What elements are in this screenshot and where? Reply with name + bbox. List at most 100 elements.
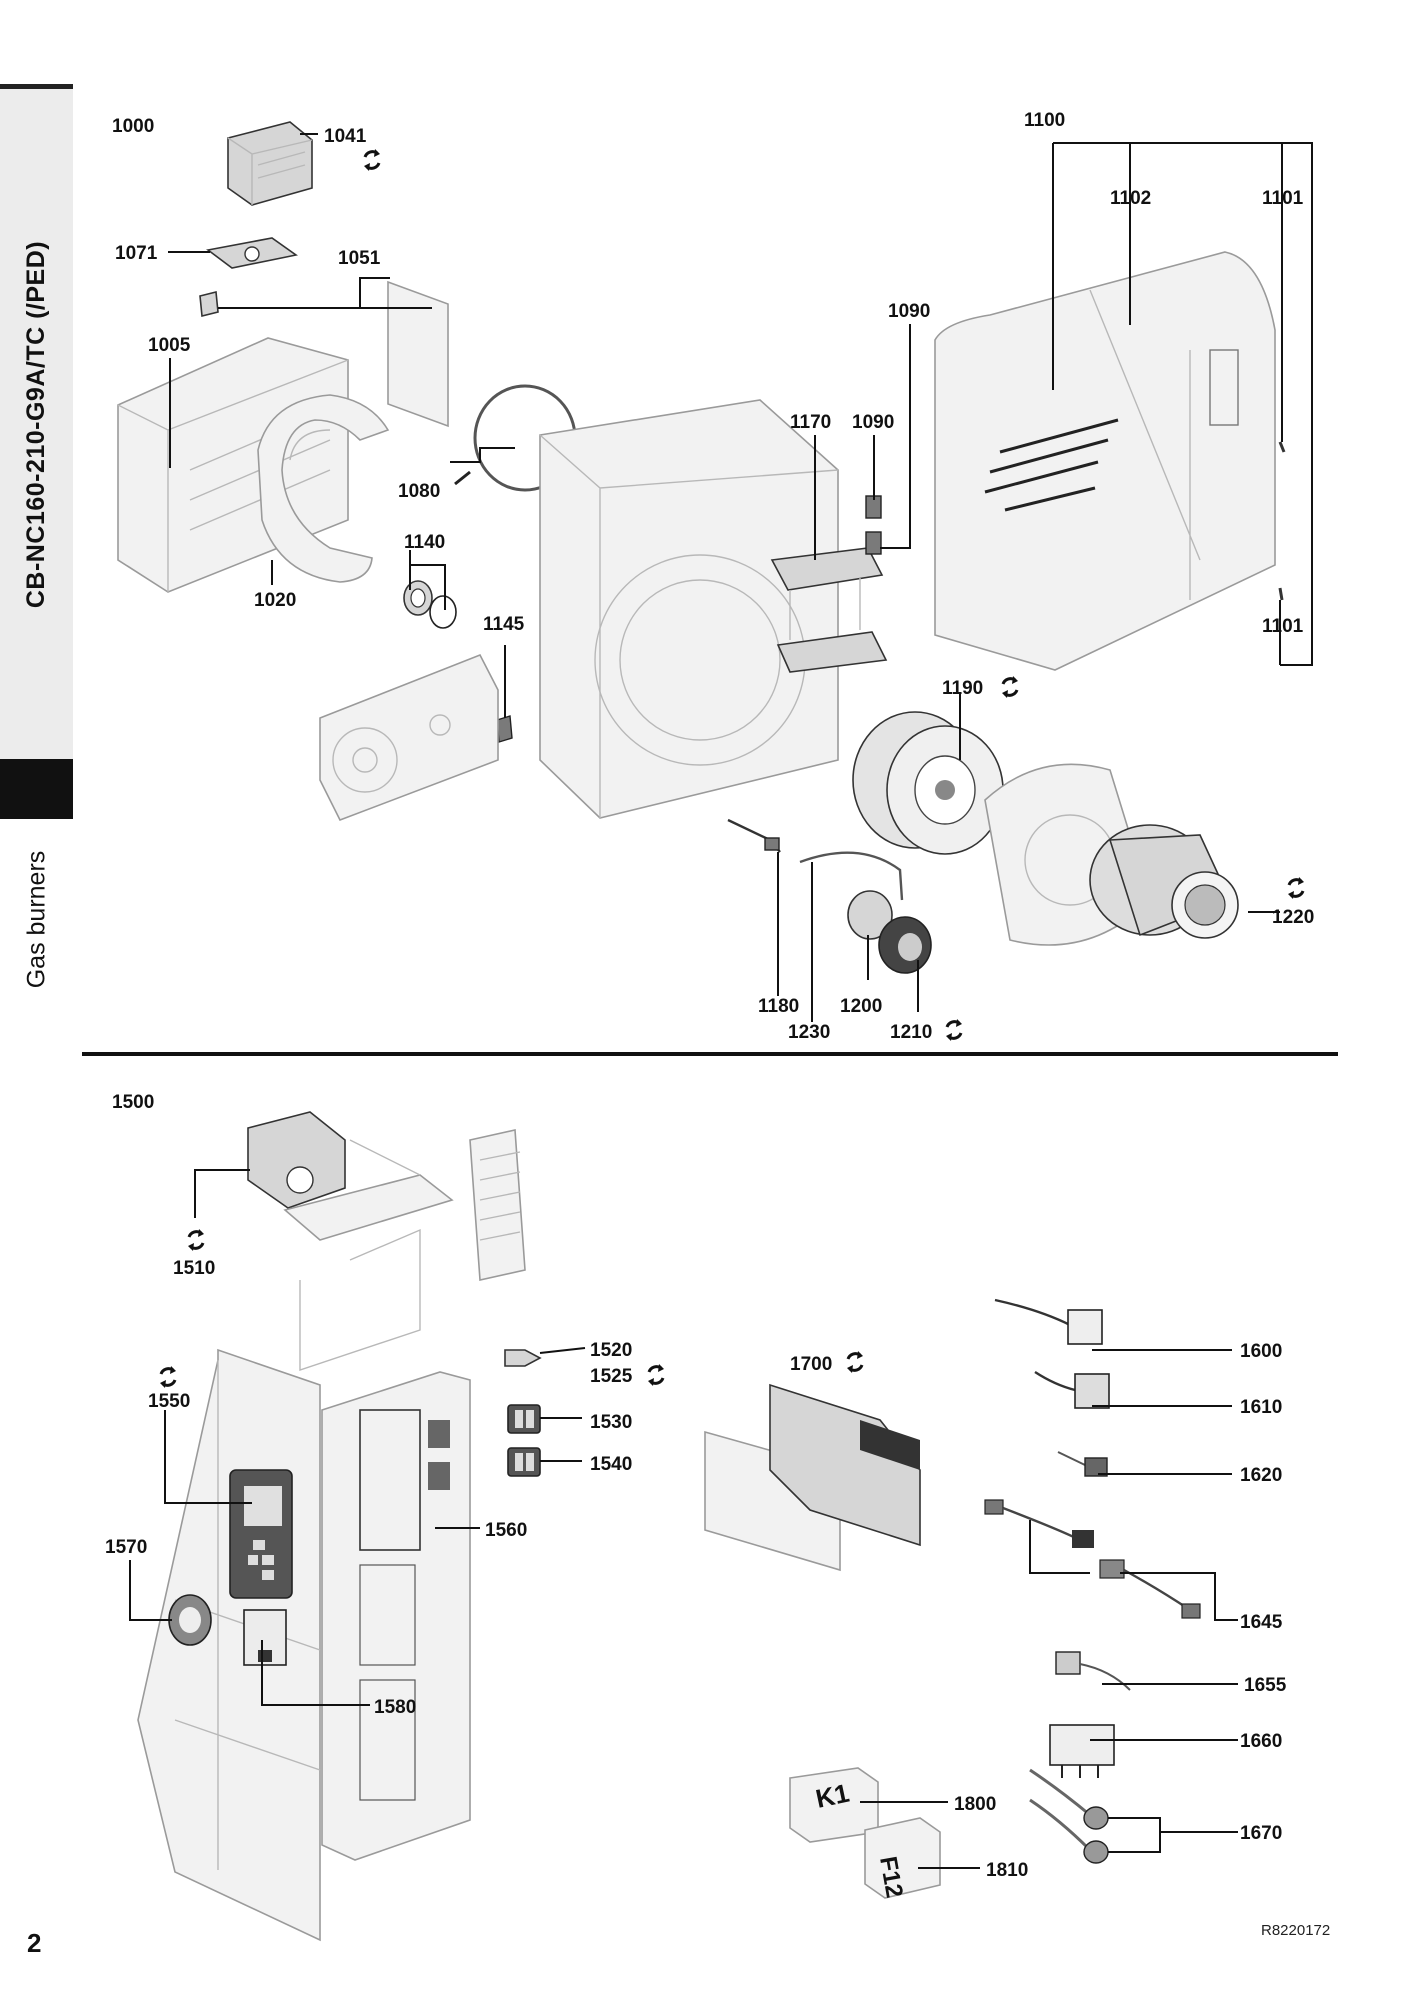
- control-unit-1700-drawing: [704, 1383, 921, 1572]
- switch-1530-drawing: [507, 1404, 541, 1434]
- wear-icon-1525: [646, 1362, 666, 1388]
- group-code-1000: 1000: [112, 116, 154, 137]
- wear-icon-1700: [845, 1349, 865, 1375]
- label-1041: 1041: [324, 126, 367, 147]
- wear-icon-1220: [1286, 875, 1306, 901]
- label-1660: 1660: [1240, 1731, 1282, 1752]
- bracket-1170-drawing: [770, 547, 888, 673]
- valve-1510-drawing: [247, 1111, 346, 1209]
- label-1510: 1510: [173, 1258, 215, 1279]
- connector-1600-drawing: [994, 1298, 1103, 1345]
- module-1580-drawing: [243, 1609, 287, 1666]
- electrode-holder-drawing: [764, 837, 780, 851]
- wear-icon-1510: [186, 1227, 206, 1253]
- cable-1645-drawing: [984, 1499, 1201, 1619]
- leader-lines-top: [168, 133, 1313, 1022]
- actuator-1041-drawing: [227, 121, 313, 206]
- grommet-1570-drawing: [168, 1594, 212, 1646]
- label-1200: 1200: [840, 996, 882, 1017]
- connector-1660-drawing: [1049, 1724, 1115, 1778]
- label-1220: 1220: [1272, 907, 1314, 928]
- washers-1140-drawing: [403, 580, 457, 629]
- fuse-holder-1520-drawing: [504, 1349, 542, 1367]
- label-1005: 1005: [148, 335, 191, 356]
- wear-icon-1210: [944, 1017, 964, 1043]
- drawing-reference: R8220172: [1261, 1922, 1331, 1939]
- screw-1101a-drawing: [1278, 441, 1286, 453]
- label-1620: 1620: [1240, 1465, 1282, 1486]
- wear-icon-1041: [362, 147, 382, 173]
- label-1610: 1610: [1240, 1397, 1282, 1418]
- relay-marking: K1: [813, 1778, 852, 1814]
- label-1520: 1520: [590, 1340, 632, 1361]
- label-1051: 1051: [338, 248, 381, 269]
- page-number: 2: [27, 1928, 42, 1958]
- label-1180: 1180: [758, 996, 799, 1017]
- cover-1100-drawing: [934, 251, 1276, 671]
- label-1190: 1190: [942, 678, 983, 699]
- label-1080: 1080: [398, 481, 440, 502]
- connector-1655-drawing: [1055, 1651, 1131, 1691]
- fuse-1810-drawing: F12: [864, 1817, 941, 1900]
- leader-lines-bottom: [129, 1169, 1238, 1869]
- mounting-bracket-drawing: [283, 1139, 454, 1371]
- label-1090-top: 1090: [888, 301, 930, 322]
- scroll-1020-drawing: [257, 394, 390, 583]
- fan-housing-drawing: [539, 399, 839, 819]
- switch-1540-drawing: [507, 1447, 541, 1477]
- screw-1080-drawing: [454, 470, 471, 486]
- wear-icon-1550: [158, 1364, 178, 1390]
- label-1810: 1810: [986, 1860, 1028, 1881]
- screw-1101b-drawing: [1278, 587, 1284, 601]
- label-1800: 1800: [954, 1794, 996, 1815]
- coupling-1210-drawing: [878, 916, 932, 974]
- label-1090-mid: 1090: [852, 412, 894, 433]
- display-1550-drawing: [229, 1469, 293, 1599]
- wear-icon-1190: [1000, 674, 1020, 700]
- label-1655: 1655: [1244, 1675, 1287, 1696]
- label-1700: 1700: [790, 1354, 832, 1375]
- label-1020: 1020: [254, 590, 296, 611]
- label-1100: 1100: [1024, 110, 1065, 131]
- label-1600: 1600: [1240, 1341, 1282, 1362]
- plate-1051-drawing: [387, 280, 449, 428]
- motor-1220-drawing: [1089, 824, 1239, 939]
- group-code-1500: 1500: [112, 1092, 154, 1113]
- label-1145: 1145: [483, 614, 525, 635]
- label-1525: 1525: [590, 1366, 633, 1387]
- label-1530: 1530: [590, 1412, 632, 1433]
- label-1550: 1550: [148, 1391, 190, 1412]
- label-1670: 1670: [1240, 1823, 1282, 1844]
- connector-1610-drawing: [1034, 1370, 1110, 1409]
- terminal-strip-drawing: [469, 1129, 526, 1281]
- label-1170: 1170: [790, 412, 831, 433]
- fan-wheel-1190-drawing: [852, 711, 1004, 855]
- label-1560: 1560: [485, 1520, 527, 1541]
- label-1230: 1230: [788, 1022, 830, 1043]
- connector-1145-drawing: [496, 715, 513, 743]
- label-1210: 1210: [890, 1022, 932, 1043]
- cable-1230-drawing: [799, 851, 904, 901]
- sidebar-top-bar: [0, 84, 73, 89]
- sidebar-title-band: [0, 89, 73, 759]
- cable-1670-drawing: [1029, 1768, 1109, 1864]
- label-1102: 1102: [1110, 188, 1151, 209]
- flange-gasket-drawing: [319, 653, 499, 822]
- label-1570: 1570: [105, 1537, 147, 1558]
- label-1101-bottom: 1101: [1262, 616, 1304, 637]
- connector-1620-drawing: [1057, 1451, 1108, 1477]
- part-labels: 1000 1041 1071 1051 1005 1080 1140 1020 …: [105, 110, 1314, 1881]
- label-1540: 1540: [590, 1454, 632, 1475]
- panel-frame-1560-drawing: [321, 1371, 471, 1861]
- sidebar-black-marker: [0, 759, 73, 819]
- label-1580: 1580: [374, 1697, 416, 1718]
- section-divider: [82, 1052, 1338, 1056]
- label-1071: 1071: [115, 243, 158, 264]
- bracket-1071-drawing: [199, 237, 298, 318]
- label-1101-top: 1101: [1262, 188, 1304, 209]
- part-1090b-drawing: [865, 531, 882, 555]
- flange-1200-drawing: [847, 890, 893, 940]
- label-1645: 1645: [1240, 1612, 1283, 1633]
- label-1140: 1140: [404, 532, 445, 553]
